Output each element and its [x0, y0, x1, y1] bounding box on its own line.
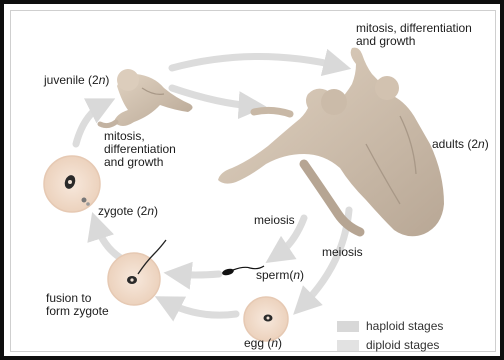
legend-haploid: haploid stages: [366, 319, 443, 333]
label-juvenile: juvenile (2n): [44, 74, 109, 87]
label-fusion: fusion to form zygote: [46, 292, 109, 318]
arrow-egg-to-fusion: [166, 302, 236, 315]
haploid-swatch: [337, 321, 359, 332]
label-mitosis-left: mitosis, differentiation and growth: [104, 130, 176, 169]
zygote-cell-icon: [44, 156, 100, 212]
label-zygote: zygote (2n): [98, 205, 158, 218]
arrow-juvenile-to-adult-top: [172, 56, 339, 68]
label-meiosis-2: meiosis: [322, 246, 363, 259]
label-mitosis-top: mitosis, differentiation and growth: [356, 22, 472, 48]
fusion-cell-icon: [108, 240, 166, 305]
label-adults: adults (2n): [432, 138, 489, 151]
legend-diploid: diploid stages: [366, 338, 439, 352]
adult-figures-icon: [218, 48, 444, 237]
arrow-fusion-to-zygote: [96, 224, 124, 260]
label-sperm: sperm(n): [256, 269, 304, 282]
arrow-sperm-to-fusion: [176, 274, 219, 275]
baby-figure-icon: [100, 69, 193, 126]
label-egg: egg (n): [244, 337, 282, 350]
diploid-swatch: [337, 340, 359, 351]
label-meiosis-1: meiosis: [254, 214, 295, 227]
egg-cell-icon: [244, 297, 288, 341]
